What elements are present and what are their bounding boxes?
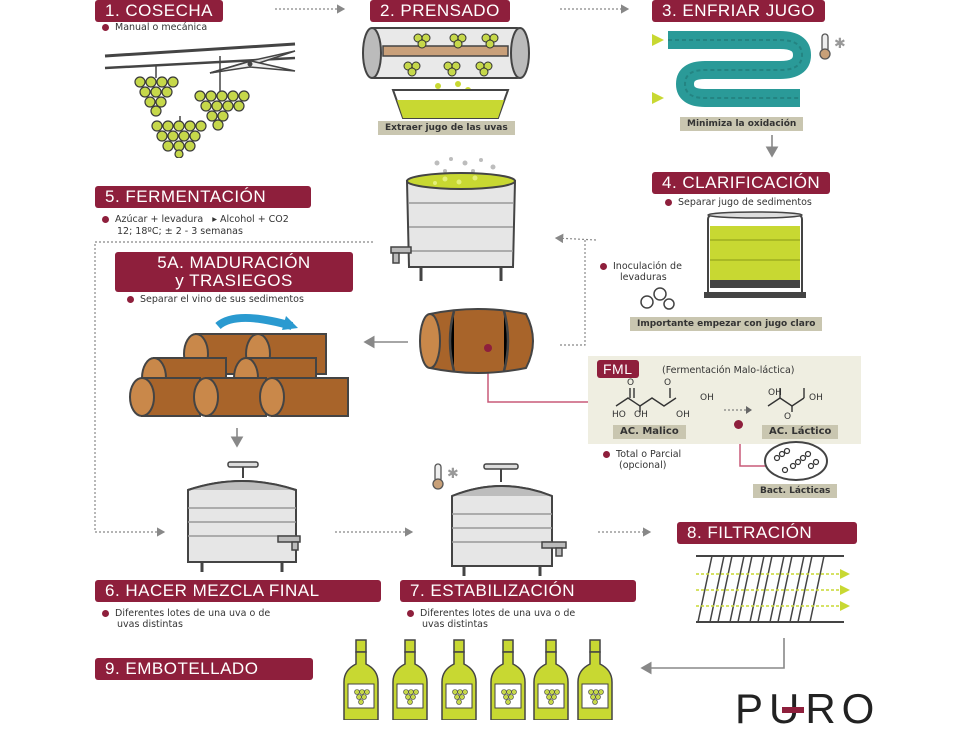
- step4-caption: Importante empezar con jugo claro: [630, 317, 823, 331]
- bacteria-label: Bact. Lácticas: [753, 484, 838, 498]
- step5-note2: 12; 18ºC; ± 2 - 3 semanas: [117, 226, 243, 237]
- brand-logo: PURO: [735, 685, 881, 732]
- logo-accent: [782, 707, 804, 713]
- malic-oh: OH: [700, 393, 714, 403]
- lactic-oh: OH: [768, 388, 782, 398]
- fml-tag: FML: [597, 360, 639, 378]
- svg-text:✱: ✱: [834, 36, 846, 52]
- step5a-title: 5A. MADURACIÓN y TRASIEGOS: [115, 252, 353, 292]
- step5a-title-line2: y TRASIEGOS: [175, 271, 293, 290]
- thermometer-snow-icon-2: ✱: [432, 463, 459, 490]
- malic-label: AC. Malico: [613, 425, 686, 439]
- lactic-o: O: [784, 412, 792, 422]
- step3-caption: Minimiza la oxidación: [680, 117, 804, 131]
- fml-note1: Total o Parcial: [603, 449, 681, 460]
- malic-ho: HO: [612, 410, 626, 420]
- step8-title: 8. FILTRACIÓN: [677, 522, 857, 544]
- step5-note1: Azúcar + levadura ▸ Alcohol + CO2: [102, 214, 289, 225]
- mixing-tank-icon: [187, 461, 301, 572]
- bottle-icon: [577, 639, 613, 720]
- step3-title: 3. ENFRIAR JUGO: [652, 0, 825, 22]
- step2-title: 2. PRENSADO: [370, 0, 510, 22]
- lactic-oh2: OH: [809, 393, 823, 403]
- step6-title: 6. HACER MEZCLA FINAL: [95, 580, 381, 602]
- step7-note2: uvas distintas: [422, 619, 488, 630]
- barrel-icon: [419, 308, 534, 374]
- bottle-icon: [441, 639, 477, 720]
- bottle-icon: [392, 639, 428, 720]
- step7-note1: Diferentes lotes de una uva o de: [407, 608, 575, 619]
- cooling-coil-icon: [652, 31, 812, 107]
- press-drum-icon: [362, 27, 530, 119]
- step1-note: Manual o mecánica: [102, 22, 207, 33]
- step2-caption: Extraer jugo de las uvas: [378, 121, 515, 135]
- bottles-row: [343, 639, 613, 720]
- inoculation-note: Inoculación de: [600, 261, 682, 272]
- stabilization-tank-icon: [451, 463, 567, 576]
- bottle-icon: [343, 639, 379, 720]
- pruning-shears-icon: [209, 50, 296, 74]
- bottle-icon: [490, 639, 526, 720]
- grapes-icon: [104, 42, 296, 158]
- bottle-icon: [533, 639, 569, 720]
- bacteria-icon: [764, 441, 828, 481]
- malic-oh3: OH: [676, 410, 690, 420]
- step7-title: 7. ESTABILIZACIÓN: [400, 580, 636, 602]
- fml-note2: (opcional): [619, 460, 667, 471]
- fml-description: (Fermentación Malo-láctica): [662, 365, 795, 376]
- thermometer-snow-icon: ✱: [819, 33, 846, 60]
- fermentation-tank-icon: [390, 157, 517, 281]
- step5-title: 5. FERMENTACIÓN: [95, 186, 311, 208]
- yeast-icon: [640, 287, 675, 310]
- lactic-label: AC. Láctico: [762, 425, 839, 439]
- step9-title: 9. EMBOTELLADO: [95, 658, 313, 680]
- malic-o: O: [627, 378, 635, 388]
- filter-icon: [696, 555, 850, 623]
- step4-note: Separar jugo de sedimentos: [665, 197, 812, 208]
- step5a-title-line1: 5A. MADURACIÓN: [157, 253, 311, 272]
- step1-title: 1. COSECHA: [95, 0, 223, 22]
- barrel-stack-icon: [129, 314, 349, 417]
- svg-text:✱: ✱: [447, 466, 459, 482]
- step6-note1: Diferentes lotes de una uva o de: [102, 608, 270, 619]
- step6-note2: uvas distintas: [117, 619, 183, 630]
- step4-title: 4. CLARIFICACIÓN: [652, 172, 831, 194]
- malic-o2: O: [664, 378, 672, 388]
- clarification-tank-icon: [704, 211, 806, 298]
- step5a-note: Separar el vino de sus sedimentos: [127, 294, 304, 305]
- molecules: [615, 388, 805, 414]
- malic-oh2: OH: [634, 410, 648, 420]
- fml-dot: [734, 420, 743, 429]
- inoculation-note2: levaduras: [620, 272, 667, 283]
